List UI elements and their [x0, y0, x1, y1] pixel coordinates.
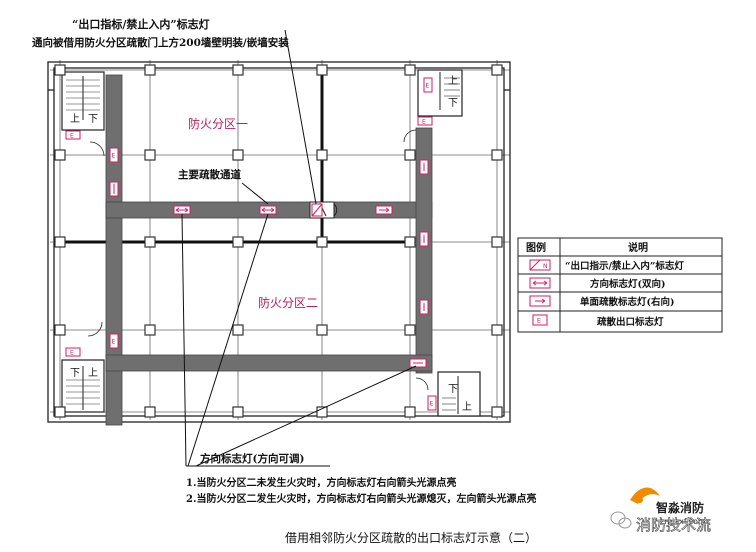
right-arrow-sign-icon — [529, 295, 551, 307]
exit-e-sign-icon: E — [109, 147, 119, 163]
wechat-icon — [610, 511, 632, 529]
note-1: 1.当防火分区二未发生火灾时，方向标志灯右向箭头光源点亮 — [186, 476, 456, 489]
lamp-leader-mid — [187, 213, 269, 467]
exit-e-sign-icon: E — [65, 347, 81, 357]
right-arrow-sign-icon — [419, 299, 429, 315]
legend-row-desc: 单面疏散标志灯(右向) — [580, 296, 675, 308]
legend-header-desc: 说明 — [628, 241, 648, 254]
legend-table: 图例 说明 N “出口指示/禁止入内”标志灯 方向标志灯(双向) 单面疏散标志灯… — [517, 237, 723, 333]
watermark: 智淼消防 zmjaxf.com 消防技术流 — [610, 487, 711, 534]
plan-signs: E E E E E E E — [65, 77, 437, 411]
watermark-url: zmjaxf.com — [660, 517, 706, 526]
svg-text:E: E — [70, 350, 74, 357]
bidirectional-arrow-sign-icon — [529, 277, 551, 289]
right-arrow-sign-icon — [375, 205, 393, 215]
right-arrow-sign-icon — [419, 231, 429, 247]
svg-text:E: E — [426, 83, 430, 90]
exit-e-sign-icon: E — [109, 333, 119, 349]
callout-desc: 通向被借用防火分区疏散门上方200墙壁明装/嵌墙安装 — [32, 36, 289, 49]
lamp-leader-right — [195, 365, 417, 467]
legend-row-desc: 疏散出口标志灯 — [597, 316, 664, 328]
stair-top-left: 上 下 — [61, 71, 105, 157]
svg-text:N: N — [543, 263, 548, 270]
stair-bottom-left: 下 上 — [61, 321, 105, 413]
exit-forbidden-sign-icon — [311, 203, 323, 217]
exit-e-sign-icon: E — [417, 116, 433, 126]
legend-row-desc: “出口指示/禁止入内”标志灯 — [565, 260, 684, 272]
zone-two-label: 防火分区二 — [258, 295, 318, 310]
stair-down-label: 下 — [448, 98, 458, 109]
right-arrow-sign-icon — [409, 358, 427, 368]
lamp-leader-left — [181, 213, 187, 467]
stair-up-label: 上 — [70, 113, 80, 125]
bidirectional-arrow-sign-icon — [109, 181, 119, 197]
corridor-leader — [241, 182, 269, 205]
main-evacuation-corridor — [105, 74, 433, 426]
callout-leader — [284, 29, 317, 205]
stair-down-label: 下 — [70, 368, 80, 379]
legend-header-icon: 图例 — [526, 241, 546, 254]
structural-columns — [54, 64, 503, 418]
stair-down-label: 下 — [448, 384, 458, 395]
svg-text:E: E — [537, 318, 541, 325]
figure-caption: 借用相邻防火分区疏散的出口标志灯示意（二） — [285, 530, 537, 545]
stair-up-label: 上 — [462, 401, 472, 413]
stair-down-label: 下 — [88, 114, 98, 125]
main-corridor-label: 主要疏散通道 — [178, 168, 241, 181]
callout-title: “出口指标/禁止入内”标志灯 — [72, 17, 210, 31]
note-2: 2.当防火分区二发生火灾时，方向标志灯右向箭头光源熄灭，左向箭头光源点亮 — [186, 492, 536, 505]
svg-text:E: E — [112, 339, 116, 346]
stair-up-label: 上 — [88, 367, 98, 379]
exit-e-sign-icon: E — [532, 314, 548, 326]
bidirectional-arrow-sign-icon — [173, 205, 191, 215]
svg-text:E: E — [70, 133, 74, 140]
watermark-brand: 智淼消防 — [655, 500, 704, 515]
brand-logo-icon — [630, 487, 660, 504]
legend-row-desc: 方向标志灯(双向) — [590, 278, 666, 290]
zone-one-label: 防火分区一 — [188, 116, 248, 131]
bidirectional-arrow-sign-icon — [259, 205, 277, 215]
svg-text:E: E — [430, 401, 434, 408]
right-arrow-sign-icon — [419, 159, 429, 175]
exit-e-sign-icon: E — [65, 130, 81, 140]
direction-lamp-label: 方向标志灯(方向可调) — [200, 452, 304, 465]
stair-bottom-right: 下 上 — [415, 371, 481, 417]
watermark-channel: 消防技术流 — [636, 516, 711, 534]
exit-e-sign-icon: E — [423, 77, 433, 93]
exit-e-sign-icon: E — [427, 395, 437, 411]
stair-up-label: 上 — [448, 75, 458, 87]
svg-text:E: E — [422, 119, 426, 126]
svg-text:E: E — [112, 153, 116, 160]
stair-top-right: 上 下 — [403, 69, 463, 143]
exit-forbidden-sign-icon: N — [529, 259, 551, 271]
